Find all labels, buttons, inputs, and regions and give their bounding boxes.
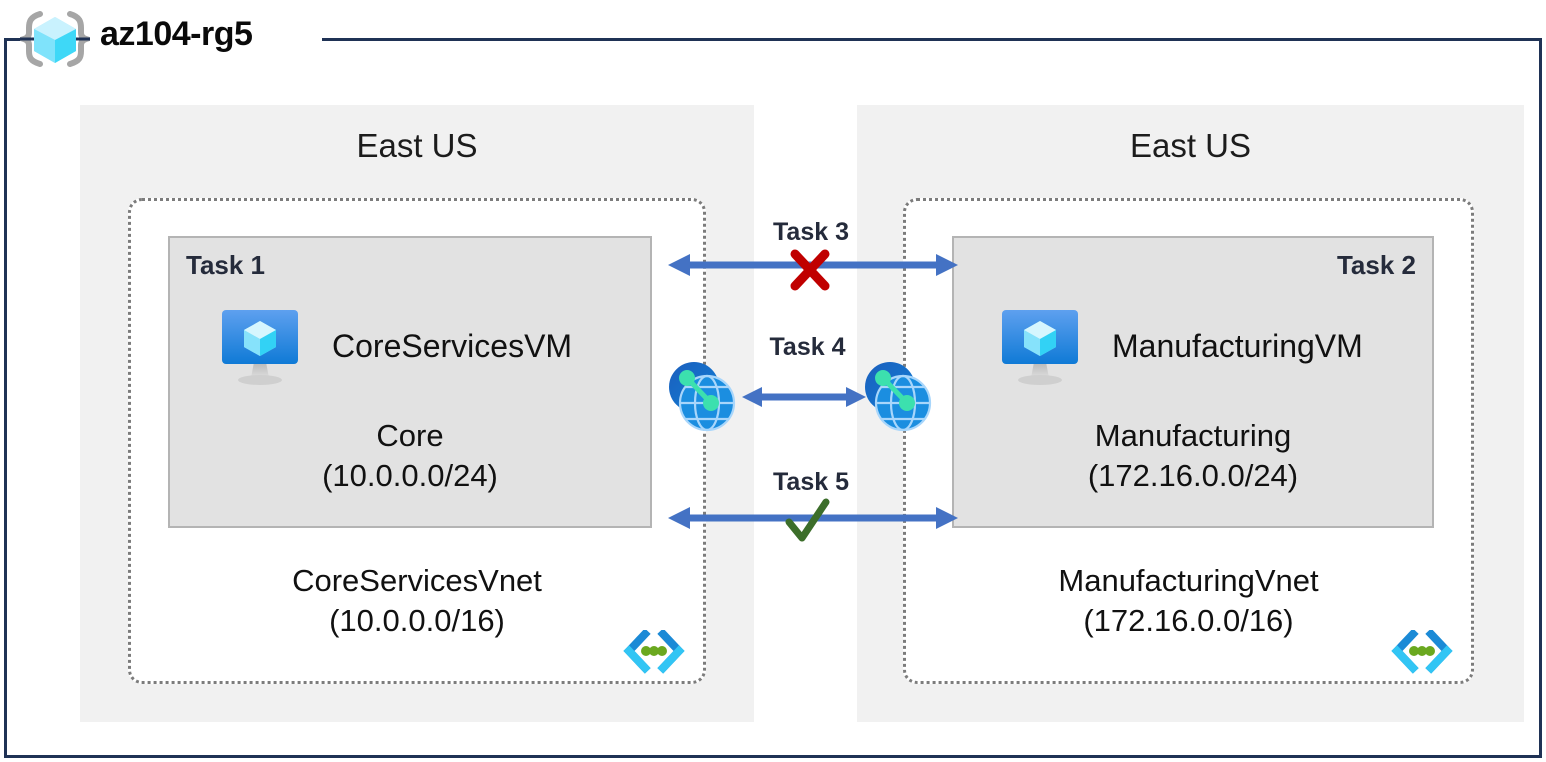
virtual-machine-icon <box>994 304 1086 388</box>
task-label-3: Task 3 <box>773 218 849 246</box>
subnet-box-manufacturing[interactable]: Task 2 <box>952 236 1434 528</box>
resource-group-cube-icon <box>14 8 96 70</box>
task-label-1: Task 1 <box>186 250 266 280</box>
vm-name-core: CoreServicesVM <box>332 327 573 364</box>
vnet-range-manufacturing: (172.16.0.0/16) <box>1083 602 1294 638</box>
subnet-name-manufacturing: Manufacturing <box>1094 418 1292 453</box>
subnet-name-core: Core <box>376 418 444 453</box>
subnet-range-core: (10.0.0.0/24) <box>322 458 498 494</box>
vm-row-core: CoreServicesVM <box>170 304 650 388</box>
vm-row-manufacturing: ManufacturingVM <box>954 304 1432 388</box>
green-check-icon <box>784 496 832 551</box>
task-label-5: Task 5 <box>773 468 849 496</box>
vnet-label-manufacturing: ManufacturingVnet (172.16.0.0/16) <box>906 561 1471 640</box>
frame-top-segment-right <box>322 38 1542 41</box>
resource-group-frame <box>4 38 1542 758</box>
vnet-icon <box>1391 628 1453 676</box>
subnet-box-core[interactable]: Task 1 <box>168 236 652 528</box>
resource-group-title: az104-rg5 <box>100 15 253 53</box>
red-x-icon <box>788 248 832 297</box>
task-label-2: Task 2 <box>1336 250 1416 280</box>
subnet-info-core: Core (10.0.0.0/24) <box>170 416 650 497</box>
vm-name-manufacturing: ManufacturingVM <box>1112 327 1363 364</box>
region-label-left: East US <box>356 127 478 164</box>
vnet-name-core: CoreServicesVnet <box>292 563 542 598</box>
connection-arrow-task4 <box>742 387 866 407</box>
vnet-peering-icon <box>663 357 741 435</box>
frame-top-segment-left <box>4 38 26 41</box>
vnet-peering-icon <box>859 357 937 435</box>
vnet-range-core: (10.0.0.0/16) <box>329 602 505 638</box>
region-label-right: East US <box>1129 127 1252 164</box>
subnet-range-manufacturing: (172.16.0.0/24) <box>1087 458 1299 494</box>
vnet-icon <box>623 628 685 676</box>
vnet-name-manufacturing: ManufacturingVnet <box>1058 563 1319 598</box>
subnet-info-manufacturing: Manufacturing (172.16.0.0/24) <box>954 416 1432 497</box>
task-label-4: Task 4 <box>769 333 846 361</box>
virtual-machine-icon <box>214 304 306 388</box>
vnet-label-core: CoreServicesVnet (10.0.0.0/16) <box>131 561 703 640</box>
